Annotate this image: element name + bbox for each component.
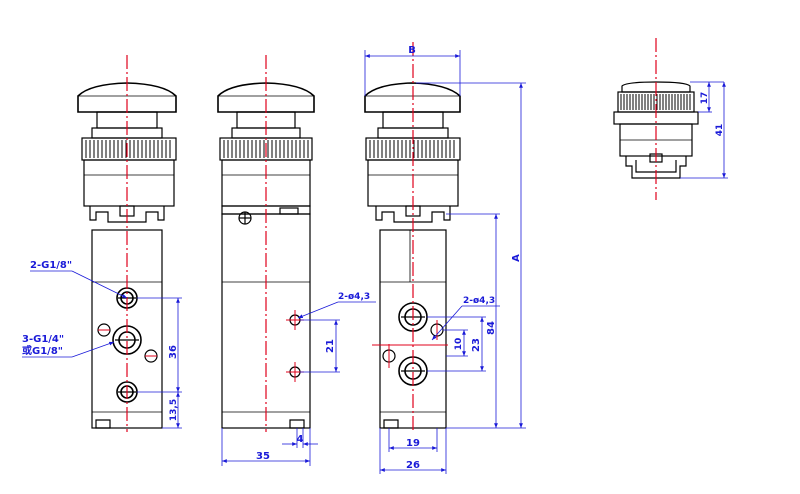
dim-36: 36 <box>168 345 179 359</box>
label-holes-side: 2-ø4,3 <box>338 292 370 302</box>
side-view: 21 2-ø4,3 4 35 <box>217 55 376 466</box>
valve-body-front <box>91 229 163 429</box>
dim-84: 84 <box>486 321 497 335</box>
dim-13-5: 13,5 <box>169 399 179 421</box>
label-port-g1-4: 3-G1/4" <box>22 334 64 345</box>
dim-23: 23 <box>471 338 482 352</box>
dimensioned-view: B A 84 23 10 2-ø4,3 19 26 <box>364 42 526 474</box>
dim-35: 35 <box>256 451 270 462</box>
label-port-g1-8: 2-G1/8" <box>30 260 72 271</box>
dim-19: 19 <box>406 438 420 449</box>
head-detail-view: 17 41 <box>613 38 728 200</box>
dim-4: 4 <box>297 434 304 445</box>
label-port-g1-8-alt: 或G1/8" <box>22 344 63 357</box>
dim-17: 17 <box>700 92 710 105</box>
dim-10: 10 <box>454 338 464 351</box>
label-holes-right: 2-ø4,3 <box>463 296 495 306</box>
front-view: 36 13,5 2-G1/8" 3-G1/4" 或G1/8" <box>22 55 182 432</box>
dim-A: A <box>511 254 522 262</box>
dim-21: 21 <box>325 339 336 353</box>
dim-41: 41 <box>715 124 725 137</box>
dim-B: B <box>408 45 416 56</box>
dim-26: 26 <box>406 460 420 471</box>
